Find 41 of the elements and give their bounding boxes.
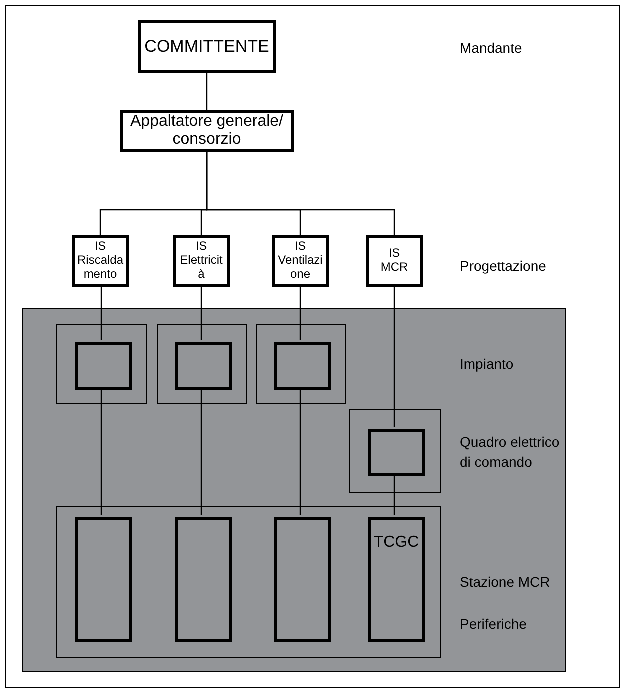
unit-box [175,342,232,390]
level-label: Stazione MCR [460,573,552,592]
unit-box [368,429,425,476]
level-label: Periferiche [460,615,528,634]
connector-line [300,388,302,515]
group-frame-box [349,409,441,493]
level-label: Mandante [460,39,524,58]
group-frame-box [56,506,441,658]
box-label: IS Elettricit à [179,240,224,282]
connector-line [200,388,202,515]
box-label: IS MCR [380,247,410,275]
level-label: Progettazione [460,257,548,276]
connector-line [300,287,302,340]
connector-line [394,287,396,427]
box-label: COMMITTENTE [144,36,270,56]
group-frame-box [22,308,566,672]
connector-line [394,474,396,515]
station-box [368,517,425,642]
unit-box [75,342,132,390]
unit-box [75,517,132,642]
box-label: Appaltatore generale/ consorzio [130,113,284,149]
connector-line [100,287,102,340]
box-label: TCGC [374,534,420,552]
level-label: Impianto [460,355,515,374]
unit-box [274,517,331,642]
unit-box [175,517,232,642]
process-box [138,20,276,73]
connector-line [100,388,102,515]
process-box [173,235,230,287]
connector-line [206,73,208,110]
unit-box [274,342,331,390]
group-frame-box [157,324,247,404]
process-box [120,110,294,152]
level-label: Quadro elettrico di comando [460,433,561,472]
box-label: IS Ventilazi one [277,240,324,282]
group-frame-box [256,324,346,404]
connector-line [206,152,396,235]
connector-line [200,287,202,340]
process-box [366,235,423,287]
group-frame-box [56,324,147,404]
box-label: IS Riscalda mento [76,240,125,282]
